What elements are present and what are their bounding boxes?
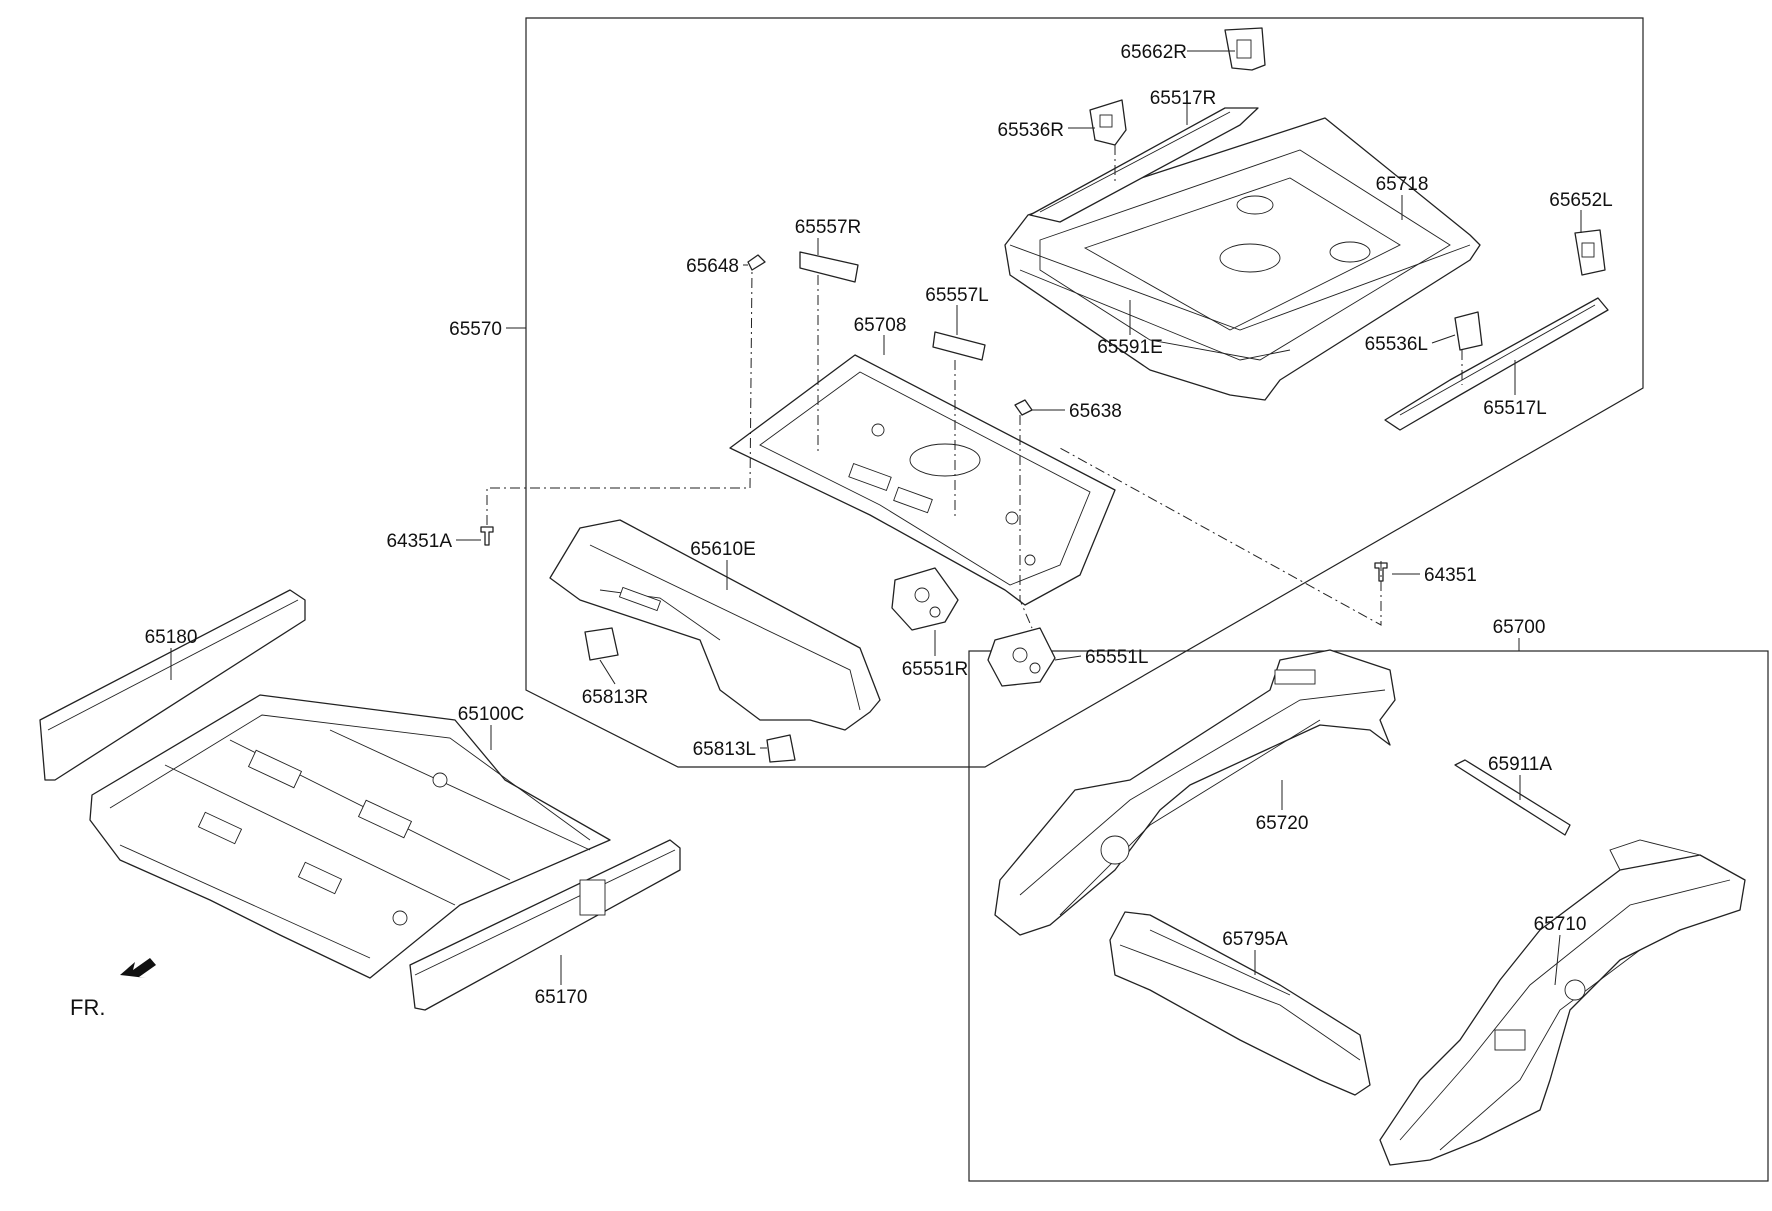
install-line-64351A <box>486 267 753 525</box>
label-65170: 65170 <box>535 987 588 1008</box>
label-65517R: 65517R <box>1150 88 1217 109</box>
label-65517L: 65517L <box>1483 398 1546 419</box>
rail-65517L <box>1384 297 1609 431</box>
label-65662R: 65662R <box>1120 42 1187 63</box>
label-65591E: 65591E <box>1097 337 1163 358</box>
side-sill-65170 <box>409 839 681 1011</box>
bracket-65536L <box>1454 311 1483 351</box>
rear-floor-pan-65718 <box>1004 117 1481 401</box>
group-frame-65700 <box>968 650 1769 1182</box>
label-65648: 65648 <box>686 256 739 277</box>
crossmember-65610E <box>549 519 881 731</box>
label-65710: 65710 <box>1534 914 1587 935</box>
bracket-65551R <box>891 567 959 631</box>
front-floor-panel-65100C <box>89 694 611 979</box>
label-64351A: 64351A <box>386 531 452 552</box>
label-65536R: 65536R <box>997 120 1064 141</box>
bracket-65662R <box>1224 27 1266 71</box>
label-64351: 64351 <box>1424 565 1477 586</box>
label-65718: 65718 <box>1376 174 1429 195</box>
label-65652L: 65652L <box>1549 190 1612 211</box>
bolt-64351A <box>480 526 494 546</box>
crossmember-65795A <box>1109 911 1371 1096</box>
label-65795A: 65795A <box>1222 929 1288 950</box>
bolt-64351 <box>1374 562 1388 582</box>
bracket-65813R <box>584 627 619 661</box>
clip-65648 <box>747 254 766 271</box>
center-floor-panel-65708 <box>729 354 1116 606</box>
bracket-65557R <box>799 251 859 283</box>
label-65100C: 65100C <box>458 704 525 725</box>
reinforcement-65911A <box>1454 759 1571 836</box>
label-65570: 65570 <box>449 319 502 340</box>
label-65708: 65708 <box>854 315 907 336</box>
label-65610E: 65610E <box>690 539 756 560</box>
rear-frame-65710 <box>1379 839 1746 1166</box>
label-65557L: 65557L <box>925 285 988 306</box>
label-65638: 65638 <box>1069 401 1122 422</box>
bracket-65813L <box>766 734 796 763</box>
label-65911A: 65911A <box>1488 754 1552 775</box>
label-65551R: 65551R <box>902 659 969 680</box>
bracket-65557L <box>932 331 986 361</box>
label-65720: 65720 <box>1256 813 1309 834</box>
install-line-65638 <box>1019 415 1033 629</box>
bracket-65652L <box>1574 229 1606 276</box>
rail-65517R <box>1029 107 1259 223</box>
label-65700: 65700 <box>1493 617 1546 638</box>
rear-frame-65720 <box>994 649 1396 936</box>
label-65557R: 65557R <box>795 217 862 238</box>
front-direction-label: FR. <box>70 995 105 1020</box>
front-direction-arrow-icon <box>120 958 156 978</box>
label-65813L: 65813L <box>693 739 756 760</box>
bracket-65551L <box>987 627 1056 687</box>
leader-lines <box>170 50 1582 986</box>
label-65180: 65180 <box>145 627 198 648</box>
label-65551L: 65551L <box>1085 647 1148 668</box>
bracket-65536R <box>1089 99 1127 146</box>
label-65813R: 65813R <box>582 687 649 708</box>
group-frame-65570 <box>525 17 1644 768</box>
install-line-64351 <box>1059 447 1382 626</box>
clip-65638 <box>1014 399 1033 416</box>
label-65536L: 65536L <box>1365 334 1428 355</box>
side-member-65180 <box>39 589 306 781</box>
